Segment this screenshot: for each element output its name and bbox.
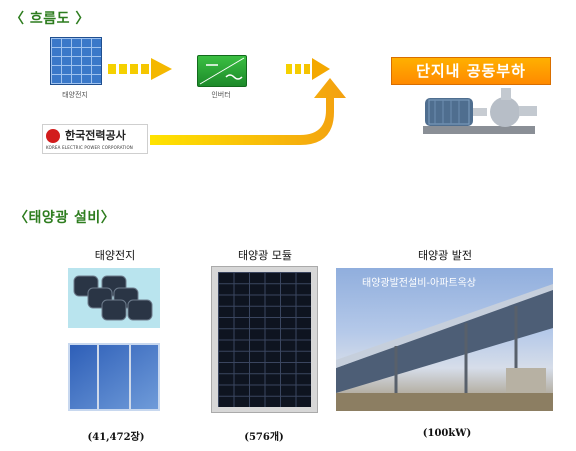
flow-arrows <box>108 58 346 145</box>
equipment-section-title: 〈태양광 설비〉 <box>14 210 116 226</box>
solar-module-photo <box>211 266 318 413</box>
solar-cells-stack-photo <box>68 268 160 328</box>
pump-motor-icon <box>415 86 543 138</box>
solar-cell-icon <box>50 37 102 85</box>
kepco-emblem-icon <box>46 129 60 143</box>
inverter-label: 인버터 <box>211 91 231 99</box>
arrow-cell-to-inverter <box>108 58 172 80</box>
solar-plant-photo-caption: 태양광발전설비-아파트옥상 <box>362 278 477 289</box>
flow-section-title: 〈 흐름도 〉 <box>10 11 90 27</box>
kepco-logo: 한국전력공사 KOREA ELECTRIC POWER CORPORATION <box>42 124 148 154</box>
kepco-name: 한국전력공사 <box>65 129 126 142</box>
common-load-label: 단지내 공동부하 <box>391 57 551 85</box>
solar-module-grid <box>218 272 311 407</box>
arrow-kepco-to-load <box>150 78 346 145</box>
inverter-icon <box>197 55 247 87</box>
caption-solar-module: 태양광 모듈 <box>237 249 293 262</box>
count-solar-module: (576개) <box>244 432 284 443</box>
kepco-english: KOREA ELECTRIC POWER CORPORATION <box>46 145 133 150</box>
solar-cell-label: 태양전지 <box>62 91 88 99</box>
count-solar-cell: (41,472장) <box>87 432 145 443</box>
solar-plant-photo: 태양광발전설비-아파트옥상 <box>336 268 553 411</box>
solar-cell-photo <box>68 343 160 411</box>
caption-solar-cell: 태양전지 <box>94 249 136 262</box>
arrow-inverter-to-load <box>286 58 330 80</box>
caption-solar-plant: 태양광 발전 <box>417 249 473 262</box>
count-solar-plant: (100kW) <box>422 428 472 439</box>
